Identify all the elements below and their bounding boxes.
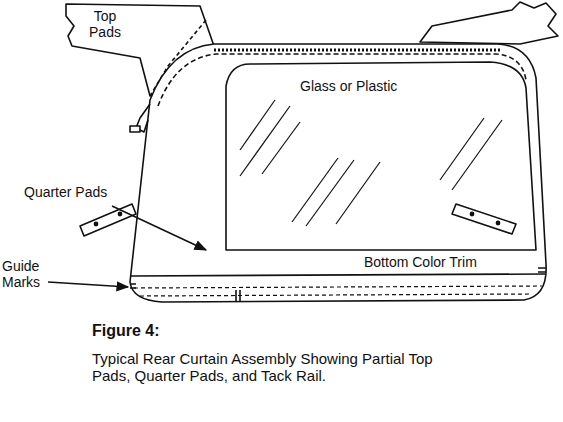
figure-title: Figure 4: <box>92 322 392 340</box>
bottom-stitching <box>134 286 542 288</box>
bottom-stitching <box>140 294 530 296</box>
part-label: Glass or Plastic <box>300 78 460 94</box>
curtain-outline <box>130 44 546 302</box>
leader-arrow <box>48 282 128 287</box>
tack-hole <box>470 212 473 215</box>
part-label: Bottom Color Trim <box>364 254 534 270</box>
glass-stroke <box>306 160 354 226</box>
glass-stroke <box>440 118 484 180</box>
bottom-trim-edge <box>131 274 545 276</box>
guide-mark <box>130 284 136 288</box>
glass-stroke <box>240 106 290 176</box>
tack-hole <box>496 221 499 224</box>
part-label: Quarter Pads <box>24 184 144 200</box>
part-label: Top Pads <box>80 8 130 40</box>
top-binding <box>214 49 500 52</box>
zipper-tab <box>130 126 140 132</box>
glass-stroke <box>262 122 300 174</box>
tack-rail <box>80 204 136 236</box>
part-label: Guide Marks <box>2 258 50 290</box>
glass-stroke <box>240 100 275 150</box>
glass-stroke <box>292 158 338 222</box>
window-outline <box>226 62 536 250</box>
tack-rail <box>452 204 516 234</box>
figure-caption: Typical Rear Curtain Assembly Showing Pa… <box>92 350 437 385</box>
top-pad <box>420 2 558 44</box>
guide-mark <box>236 290 240 302</box>
tack-hole <box>118 212 121 215</box>
tack-hole <box>94 222 97 225</box>
glass-stroke <box>336 162 380 224</box>
guide-mark <box>538 268 546 272</box>
leader-arrow <box>112 206 206 250</box>
glass-stroke <box>452 120 502 190</box>
